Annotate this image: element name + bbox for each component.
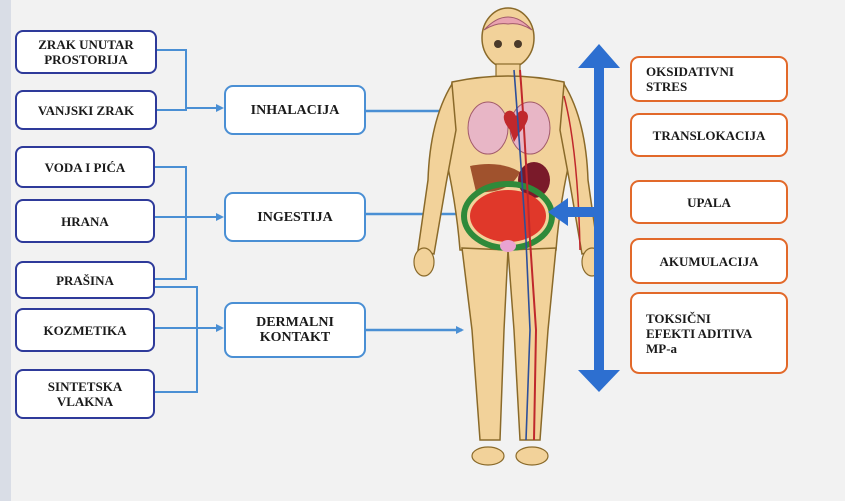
source-label: VODA I PIĆA [45,160,126,175]
source-label: HRANA [61,214,109,229]
source-label-line2: PROSTORIJA [38,52,133,67]
source-box-prasina: PRAŠINA [15,261,155,299]
source-connectors [155,50,222,392]
source-label-line2: VLAKNA [48,394,122,409]
effect-label: UPALA [687,195,731,210]
route-label-line1: DERMALNI [256,315,334,330]
effect-box-translokacija: TRANSLOKACIJA [630,113,788,157]
source-box-kozmetika: KOZMETIKA [15,308,155,352]
effect-label-line1: OKSIDATIVNI [646,64,734,79]
source-label: PRAŠINA [56,273,114,288]
effect-label-line2: EFEKTI ADITIVA [646,326,752,341]
route-label: INGESTIJA [257,210,332,225]
effect-label: TRANSLOKACIJA [653,128,766,143]
effect-label-line3: MP-a [646,341,752,356]
source-label-line1: ZRAK UNUTAR [38,37,133,52]
source-box-voda-i-pica: VODA I PIĆA [15,146,155,188]
source-label: KOZMETIKA [43,323,126,338]
effect-box-upala: UPALA [630,180,788,224]
route-box-ingestija: INGESTIJA [224,192,366,242]
source-box-vanjski-zrak: VANJSKI ZRAK [15,90,157,130]
route-label: INHALACIJA [251,103,340,118]
route-label-line2: KONTAKT [256,330,334,345]
effect-label: AKUMULACIJA [660,254,759,269]
human-body-icon [414,8,602,465]
source-label: VANJSKI ZRAK [38,103,134,118]
effect-label-line2: STRES [646,79,734,94]
source-label-line1: SINTETSKA [48,379,122,394]
effect-label-line1: TOKSIČNI [646,311,752,326]
route-box-inhalacija: INHALACIJA [224,85,366,135]
source-box-hrana: HRANA [15,199,155,243]
effect-box-akumulacija: AKUMULACIJA [630,238,788,284]
